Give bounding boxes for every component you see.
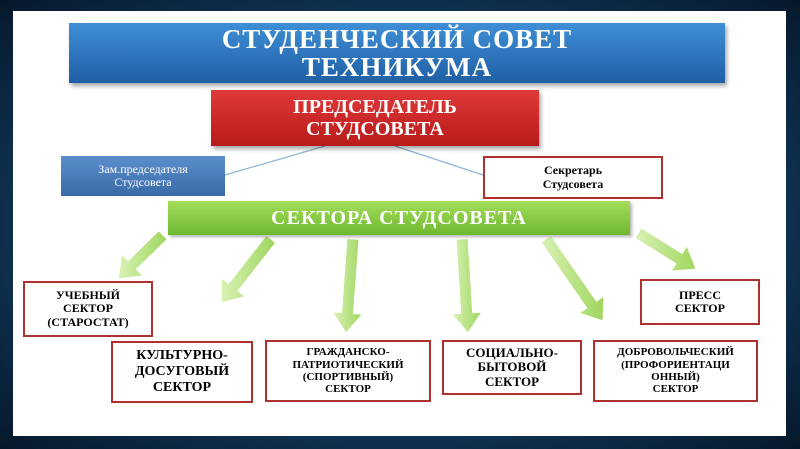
- connector-line-secretary: [394, 145, 484, 176]
- connector-line-deputy: [224, 145, 326, 176]
- deputy-chairman-box: Зам.председателя Студсовета: [61, 156, 225, 196]
- sector-civic-patriotic: ГРАЖДАНСКО- ПАТРИОТИЧЕСКИЙ (СПОРТИВНЫЙ) …: [265, 340, 431, 402]
- sector-press: ПРЕСС СЕКТОР: [640, 279, 760, 325]
- slide: СТУДЕНЧЕСКИЙ СОВЕТ ТЕХНИКУМА ПРЕДСЕДАТЕЛ…: [13, 11, 786, 436]
- connectors: [117, 145, 697, 334]
- council-title: СТУДЕНЧЕСКИЙ СОВЕТ ТЕХНИКУМА: [69, 23, 725, 83]
- sector-cultural-leisure: КУЛЬТУРНО- ДОСУГОВЫЙ СЕКТОР: [111, 341, 253, 403]
- arrow-to-sector-cultural-leisure: [220, 234, 277, 304]
- chairman-box: ПРЕДСЕДАТЕЛЬ СТУДСОВЕТА: [211, 90, 539, 146]
- arrow-to-sector-press: [634, 227, 697, 272]
- arrow-to-sector-volunteer: [540, 234, 605, 322]
- sector-academic: УЧЕБНЫЙ СЕКТОР (СТАРОСТАТ): [23, 281, 153, 337]
- sectors-header: СЕКТОРА СТУДСОВЕТА: [168, 201, 630, 235]
- arrow-to-sector-social-domestic: [450, 238, 483, 334]
- sector-social-domestic: СОЦИАЛЬНО- БЫТОВОЙ СЕКТОР: [442, 340, 582, 395]
- secretary-box: Секретарь Студсовета: [483, 156, 663, 199]
- arrow-to-sector-academic: [117, 229, 168, 280]
- arrow-to-sector-civic-patriotic: [331, 238, 364, 334]
- sector-volunteer: ДОБРОВОЛЬЧЕСКИЙ (ПРОФОРИЕНТАЦИ ОННЫЙ) СЕ…: [593, 340, 758, 402]
